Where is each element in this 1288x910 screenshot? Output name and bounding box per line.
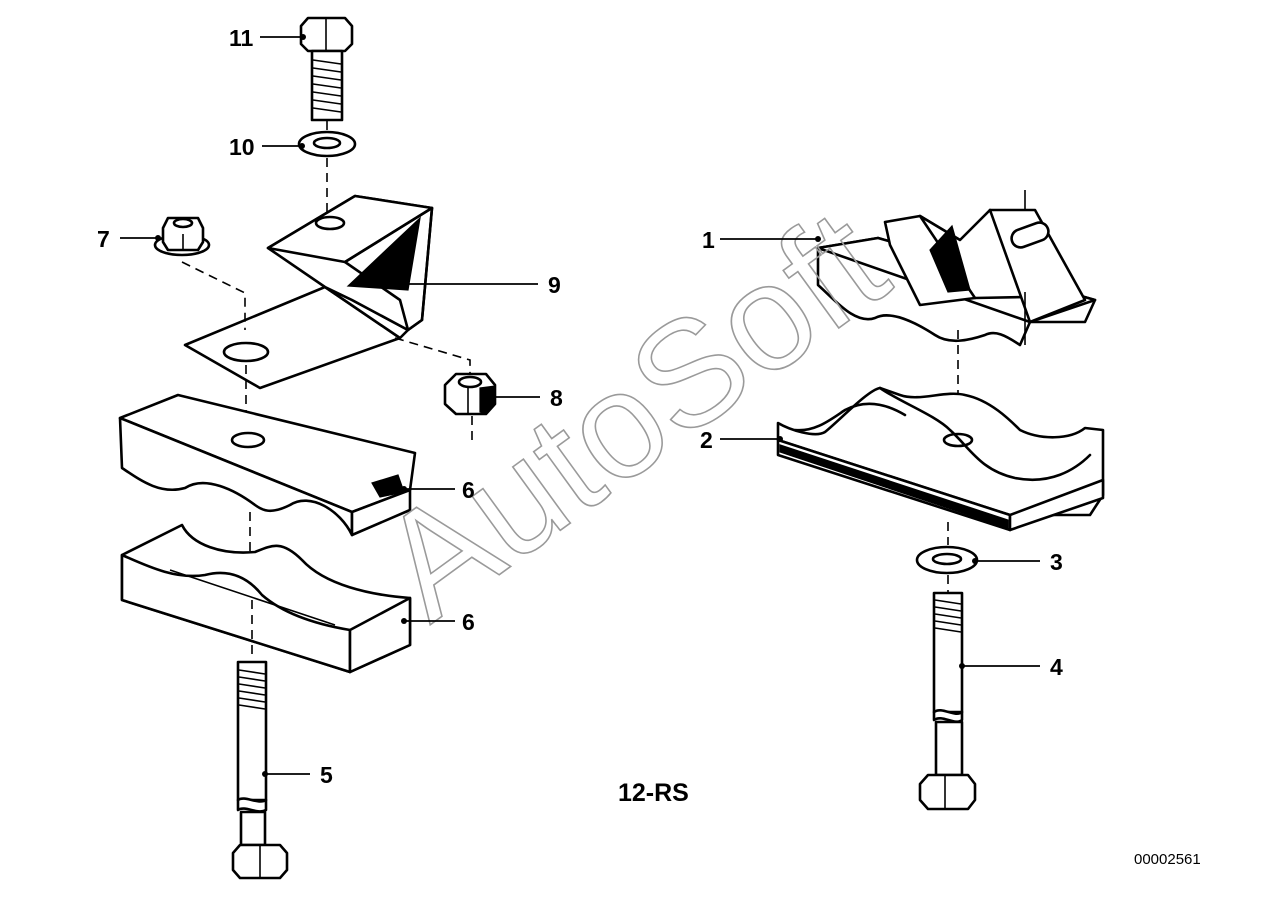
part-4-long-bolt: [918, 591, 977, 811]
callout-9: 9: [548, 272, 561, 298]
part-9-bracket: [183, 194, 434, 390]
callout-10: 10: [229, 134, 255, 160]
part-10-washer: [297, 130, 357, 158]
callout-3: 3: [1050, 549, 1063, 575]
document-number: 00002561: [1134, 851, 1201, 868]
callout-1: 1: [702, 227, 715, 253]
part-6-lower-clamp: [120, 523, 412, 674]
callout-2: 2: [700, 427, 713, 453]
part-3-washer: [915, 545, 979, 575]
callout-8: 8: [550, 385, 563, 411]
callout-4: 4: [1050, 654, 1063, 680]
callout-6-lower: 6: [462, 609, 475, 635]
leader-dots: [155, 34, 978, 777]
callout-5: 5: [320, 762, 333, 788]
part-11-hex-bolt: [299, 16, 354, 122]
callout-7: 7: [97, 226, 110, 252]
part-7-flange-nut: [153, 216, 211, 257]
diagram-label: 12-RS: [618, 779, 689, 807]
part-5-long-bolt: [231, 660, 289, 880]
leader-lines: [120, 36, 1040, 775]
part-6-upper-clamp: [118, 393, 417, 537]
callout-11: 11: [229, 25, 254, 51]
part-8-hex-nut: [443, 372, 497, 416]
part-1-upper-clamp-bracket: [816, 208, 1097, 347]
part-2-lower-clamp: [776, 386, 1105, 532]
callout-6-upper: 6: [462, 477, 475, 503]
watermark: AutoSoft: [350, 177, 914, 651]
